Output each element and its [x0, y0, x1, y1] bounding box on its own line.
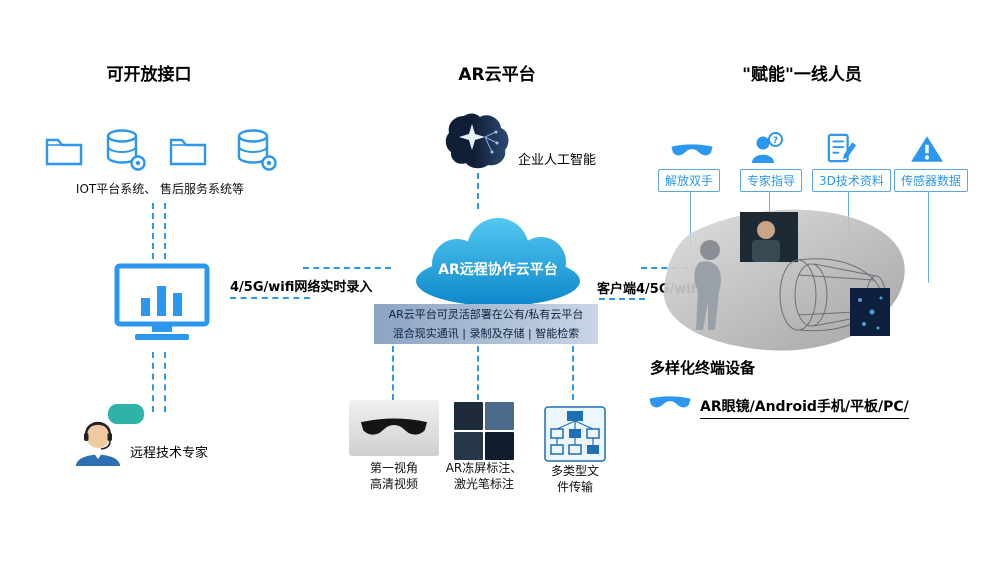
feature2-caption: AR冻屏标注、 激光笔标注 — [445, 461, 523, 492]
devices-label: AR眼镜/Android手机/平板/PC/ — [700, 396, 909, 419]
cloud-platform-shape: AR远程协作云平台 — [397, 207, 599, 309]
left-section-title: 可开放接口 — [106, 65, 192, 85]
cloud-label: AR远程协作云平台 — [438, 262, 558, 278]
database-icon — [102, 127, 148, 173]
worker-montage-image — [648, 200, 910, 360]
connector-line — [928, 191, 929, 283]
left-connector-label: 4/5G/wifi网络实时录入 — [230, 280, 373, 295]
ai-label: 企业人工智能 — [518, 153, 597, 168]
devices-title: 多样化终端设备 — [650, 359, 756, 377]
connector-line — [690, 191, 691, 249]
dashed-connector — [164, 352, 166, 412]
dashed-connector — [599, 298, 645, 300]
chat-bubble-icon — [108, 404, 144, 424]
file-transfer-icon — [544, 406, 606, 462]
dashed-connector — [164, 203, 166, 259]
ar-glasses-photo — [349, 400, 439, 456]
feature-box-expert-guidance: 专家指导 — [740, 169, 803, 192]
sensor-warning-icon — [910, 134, 944, 164]
annotation-collage-photo — [454, 402, 514, 460]
feature1-caption: 第一视角 高清视频 — [369, 461, 418, 492]
folder-icon — [168, 132, 208, 168]
folder-icon — [44, 132, 84, 168]
feature-box-3d-materials: 3D技术资料 — [812, 169, 891, 192]
systems-label: IOT平台系统、 售后服务系统等 — [75, 182, 245, 196]
right-section-title: "赋能"一线人员 — [742, 65, 862, 85]
support-agent-icon — [70, 414, 126, 470]
connector-line — [769, 191, 770, 217]
dashed-connector — [477, 173, 479, 209]
deploy-line1: AR云平台可灵活部署在公有/私有云平台 — [388, 308, 584, 321]
monitor-chart-icon — [113, 262, 211, 348]
feature3-caption: 多类型文 件传输 — [550, 464, 599, 495]
feature-box-hands-free: 解放双手 — [658, 169, 721, 192]
deploy-line2: 混合现实通讯 | 录制及存储 | 智能检索 — [392, 327, 580, 340]
database-icon — [233, 127, 279, 173]
center-section-title: AR云平台 — [458, 65, 536, 85]
svg-text:?: ? — [773, 136, 778, 146]
connector-line — [848, 191, 849, 231]
ar-glasses-device-icon — [648, 391, 692, 415]
expert-label: 远程技术专家 — [130, 446, 209, 461]
document-pencil-icon — [827, 132, 857, 164]
dashed-connector — [303, 267, 391, 269]
dashed-connector — [392, 346, 394, 400]
expert-guidance-icon: ? — [750, 132, 784, 164]
ar-glasses-icon — [670, 140, 714, 162]
deploy-info-box: AR云平台可灵活部署在公有/私有云平台 混合现实通讯 | 录制及存储 | 智能检… — [374, 304, 598, 344]
dashed-connector — [477, 346, 479, 400]
dashed-connector — [230, 297, 310, 299]
dashed-connector — [152, 203, 154, 259]
feature-box-sensor-data: 传感器数据 — [894, 169, 969, 192]
dashed-connector — [152, 352, 154, 412]
dashed-connector — [572, 346, 574, 400]
brain-ai-icon — [442, 110, 512, 170]
